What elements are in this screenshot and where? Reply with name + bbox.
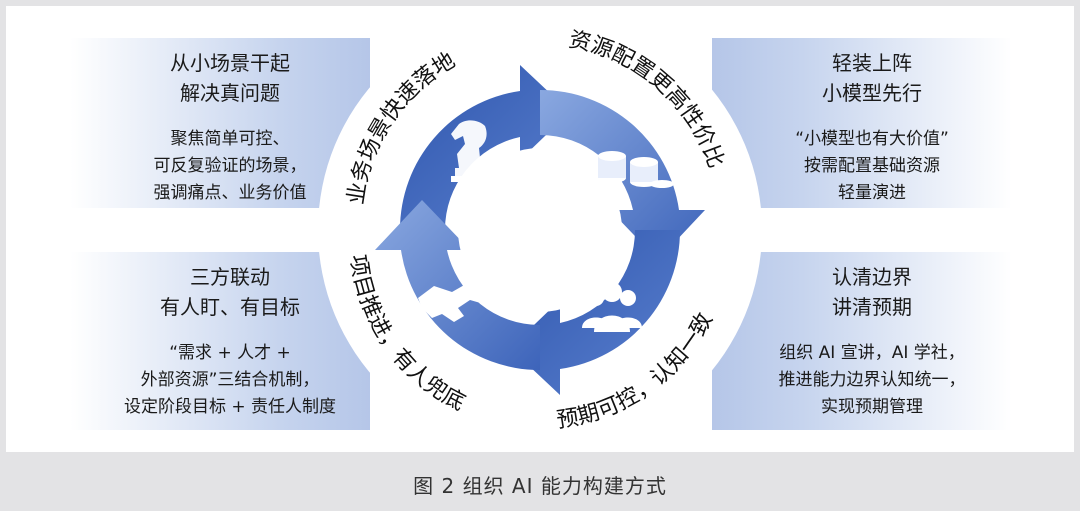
arrow-bottom-left — [375, 200, 540, 371]
inner-hole — [458, 148, 622, 312]
box-line: 聚焦简单可控、 — [170, 129, 290, 149]
box-top-right: 轻装上阵 小模型先行 “小模型也有大价值” 按需配置基础资源 轻量演进 — [712, 38, 1012, 208]
box-bottom-right: 认清边界 讲清预期 组织 AI 宣讲，AI 学社， 推进能力边界认知统一， 实现… — [712, 252, 1012, 430]
box-title: 有人盯、有目标 — [160, 295, 300, 319]
coins-icon — [598, 151, 674, 188]
box-line: 轻量演进 — [838, 183, 906, 203]
box-line: 推进能力边界认知统一， — [778, 370, 966, 390]
box-line: “小模型也有大价值” — [795, 129, 949, 149]
box-line: 外部资源”三结合机制， — [140, 370, 320, 390]
box-title: 小模型先行 — [822, 81, 922, 105]
box-top-left: 从小场景干起 解决真问题 聚焦简单可控、 可反复验证的场景， 强调痛点、业务价值 — [70, 38, 370, 208]
arrow-bottom-right — [510, 230, 681, 395]
box-title: 轻装上阵 — [832, 51, 912, 75]
arrow-top-left — [399, 65, 570, 230]
box-title: 解决真问题 — [180, 81, 280, 105]
box-bottom-left: 三方联动 有人盯、有目标 “需求 + 人才 + 外部资源”三结合机制， 设定阶段… — [70, 252, 370, 430]
box-line: 强调痛点、业务价值 — [153, 183, 307, 203]
box-line: “需求 + 人才 + — [169, 343, 291, 363]
box-line: 可反复验证的场景， — [153, 156, 307, 176]
handshake-icon — [418, 284, 490, 322]
box-line: 组织 AI 宣讲，AI 学社， — [779, 343, 965, 363]
box-line: 实现预期管理 — [821, 397, 923, 417]
chess-knight-icon — [451, 120, 491, 182]
team-icon — [582, 282, 642, 332]
box-line: 设定阶段目标 + 责任人制度 — [123, 397, 337, 417]
box-title: 讲清预期 — [832, 295, 912, 319]
cycle-diagram: 业务场景快速落地 资源配置更高性价比 项目推进，有人兜底 预期可控，认知一致 — [343, 27, 729, 434]
box-title: 三方联动 — [190, 265, 270, 289]
box-line: 按需配置基础资源 — [804, 156, 940, 176]
figure-caption: 图 2 组织 AI 能力构建方式 — [413, 474, 667, 498]
box-title: 从小场景干起 — [170, 51, 290, 75]
box-title: 认清边界 — [832, 265, 912, 289]
